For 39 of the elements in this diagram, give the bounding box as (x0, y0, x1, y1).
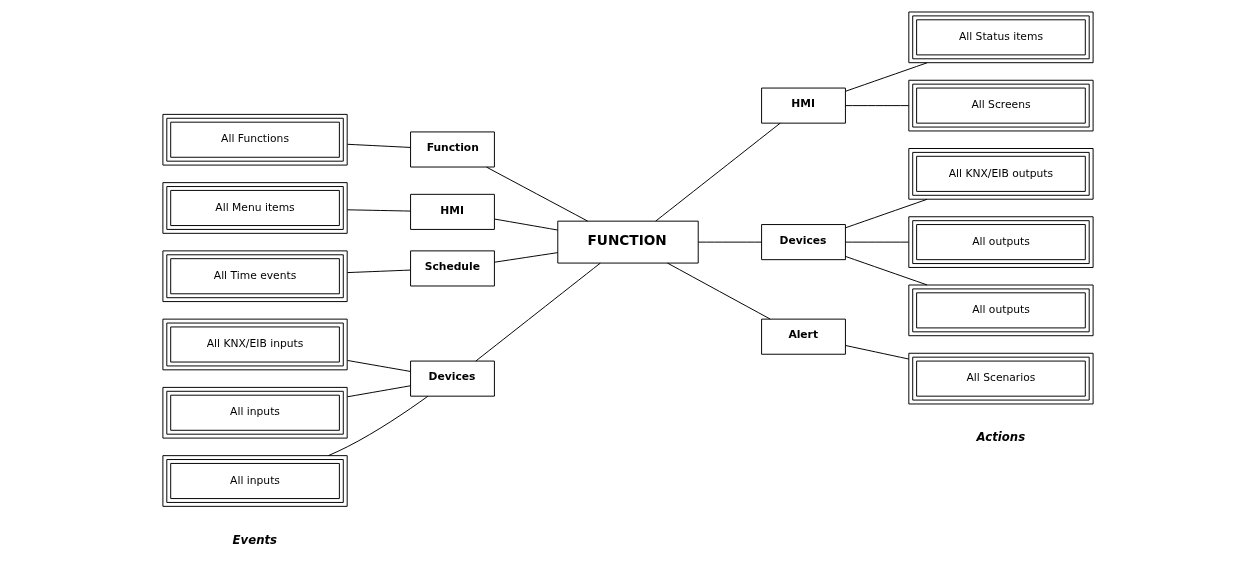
node-box: Devices (409, 360, 495, 397)
node-box: All KNX/EIB inputs (161, 318, 348, 371)
node-box: All Scenarios (907, 352, 1094, 405)
connector (493, 252, 558, 263)
node-box: Devices (760, 224, 846, 261)
node-box: All Menu items (161, 182, 348, 234)
node-box: All inputs (161, 455, 348, 507)
connector (844, 241, 909, 243)
node-box: All Time events (161, 250, 348, 303)
node-box: FUNCTION (556, 220, 699, 264)
connector (844, 255, 928, 286)
connector (844, 105, 909, 107)
label: Events (232, 532, 277, 547)
connector (844, 345, 909, 360)
node-box: All inputs (161, 386, 348, 439)
node-box: Function (409, 131, 495, 168)
connector (654, 122, 781, 222)
node-box: Schedule (409, 250, 495, 287)
connector (346, 209, 411, 212)
connector (474, 262, 601, 362)
node-box: All outputs (907, 284, 1094, 337)
connector (697, 241, 762, 243)
node-box: Alert (760, 318, 846, 355)
connector (346, 269, 411, 274)
connector (666, 262, 771, 320)
node-box: All Screens (907, 79, 1094, 132)
node-box: HMI (760, 87, 846, 124)
connector (346, 359, 411, 372)
connector (346, 143, 411, 148)
connector (327, 395, 428, 457)
connector (493, 218, 558, 231)
connector (844, 62, 928, 92)
connector (844, 198, 928, 229)
node-box: All Functions (161, 113, 348, 166)
node-box: HMI (409, 193, 495, 230)
node-box: All Status items (907, 11, 1094, 64)
connector (485, 166, 588, 222)
connector (346, 385, 411, 398)
label: Actions (976, 430, 1025, 445)
